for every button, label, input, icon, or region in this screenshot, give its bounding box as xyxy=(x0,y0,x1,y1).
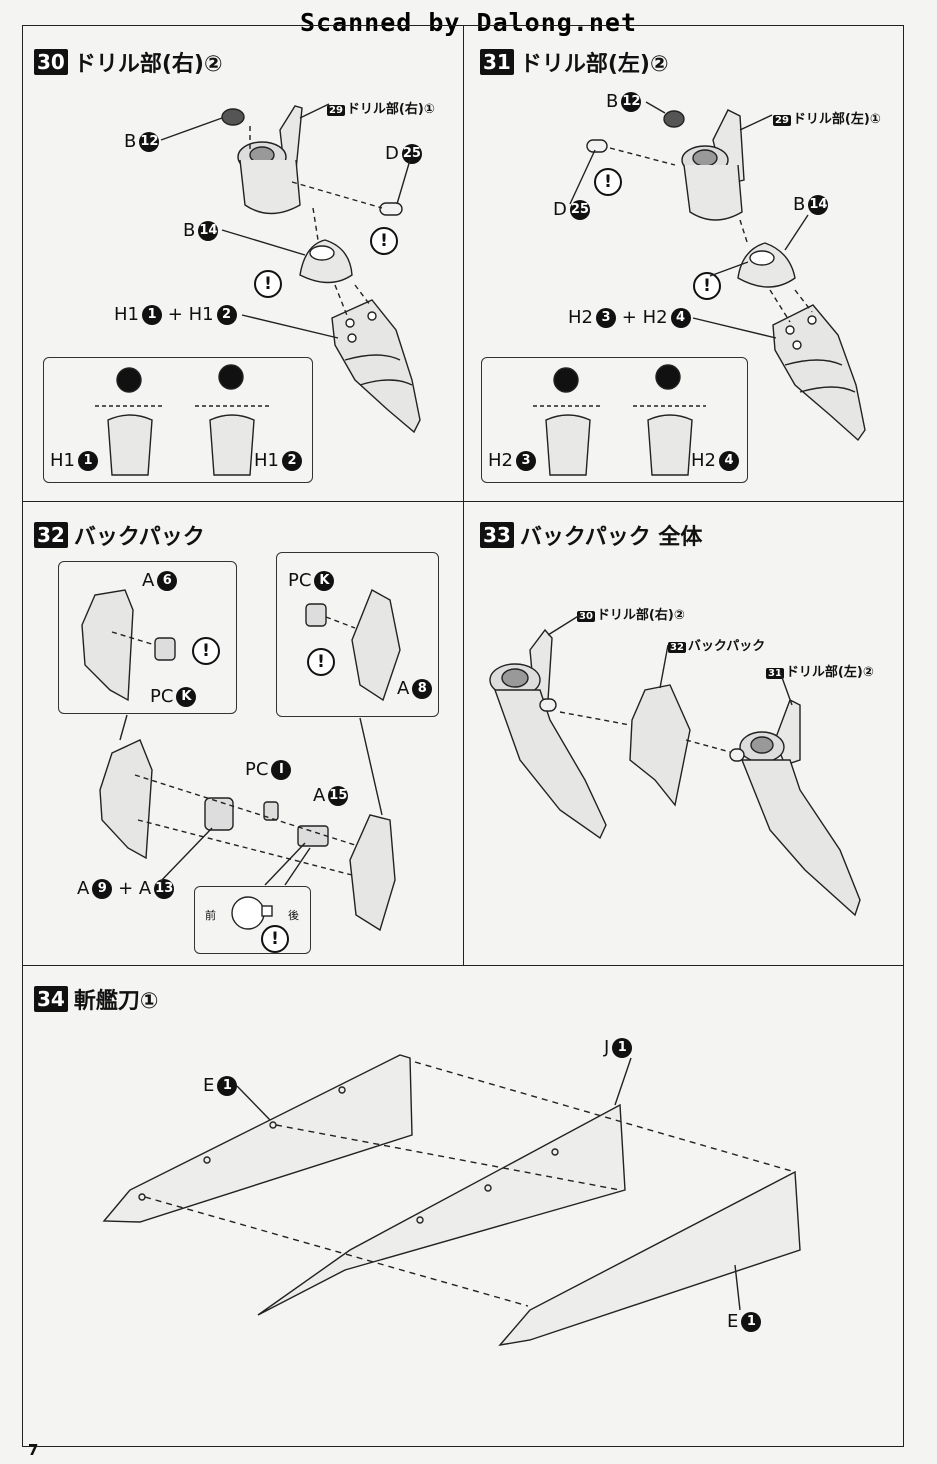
step-30-title: 30 ドリル部(右)② xyxy=(34,46,223,78)
assembly-drill-right xyxy=(489,628,607,840)
warning-icon: ! xyxy=(693,272,721,300)
step-number: 34 xyxy=(34,986,68,1012)
step-number: 33 xyxy=(480,522,514,548)
inset-box-a6 xyxy=(58,561,237,714)
warning-icon: ! xyxy=(192,637,220,665)
inset-h2-left-detail xyxy=(533,367,603,476)
back-label: 後 xyxy=(288,909,299,922)
backpack-a6-inset xyxy=(81,589,176,702)
step-title-text: バックパック xyxy=(73,525,205,550)
inset-box-a8 xyxy=(276,552,439,717)
drill-left-bit xyxy=(772,304,866,442)
backpack-main-left xyxy=(99,739,153,860)
blade-part-e1-right xyxy=(498,1170,801,1347)
backpack-a8-inset xyxy=(305,589,401,702)
warning-icon: ! xyxy=(594,168,622,196)
blade-part-e1-left xyxy=(102,1054,413,1223)
drill-right-cap xyxy=(299,239,353,284)
warning-icon: ! xyxy=(307,648,335,676)
step-32-title: 32 バックパック xyxy=(34,519,205,551)
backpack-main-right xyxy=(204,797,396,932)
row-divider-1 xyxy=(22,501,904,502)
step-31-title: 31 ドリル部(左)② xyxy=(480,46,669,78)
blade-part-j1-center xyxy=(257,1103,626,1316)
inset-box-h2 xyxy=(481,357,748,483)
warning-icon: ! xyxy=(261,925,289,953)
drill-right-upper-part xyxy=(221,105,403,216)
step-34-title: 34 斬艦刀① xyxy=(34,983,158,1015)
inset-box-h1 xyxy=(43,357,313,483)
page-number: 7 xyxy=(28,1441,39,1459)
warning-icon: ! xyxy=(370,227,398,255)
inset-h1-right-detail xyxy=(195,364,270,476)
drill-left-cap xyxy=(737,242,796,288)
warning-icon: ! xyxy=(254,270,282,298)
drill-left-upper-part xyxy=(586,109,745,221)
step-title-text: 斬艦刀① xyxy=(73,989,159,1014)
drill-right-bit xyxy=(331,299,421,434)
step-number: 30 xyxy=(34,49,68,75)
step-title-text: ドリル部(右)② xyxy=(73,52,223,77)
column-divider xyxy=(463,25,464,965)
assembly-backpack xyxy=(629,684,691,807)
orientation-diagram xyxy=(231,896,273,930)
inset-box-orientation xyxy=(194,886,311,954)
step-title-text: バックパック 全体 xyxy=(519,525,703,550)
step-33-title: 33 バックパック 全体 xyxy=(480,519,702,551)
inset-h1-left-detail xyxy=(95,367,165,476)
inset-h2-right-detail xyxy=(633,364,706,476)
front-label: 前 xyxy=(205,909,216,922)
step-number: 32 xyxy=(34,522,68,548)
row-divider-2 xyxy=(22,965,904,966)
watermark-text: Scanned by Dalong.net xyxy=(299,8,638,37)
assembly-drill-left xyxy=(729,699,861,917)
step-number: 31 xyxy=(480,49,514,75)
step-title-text: ドリル部(左)② xyxy=(519,52,669,77)
